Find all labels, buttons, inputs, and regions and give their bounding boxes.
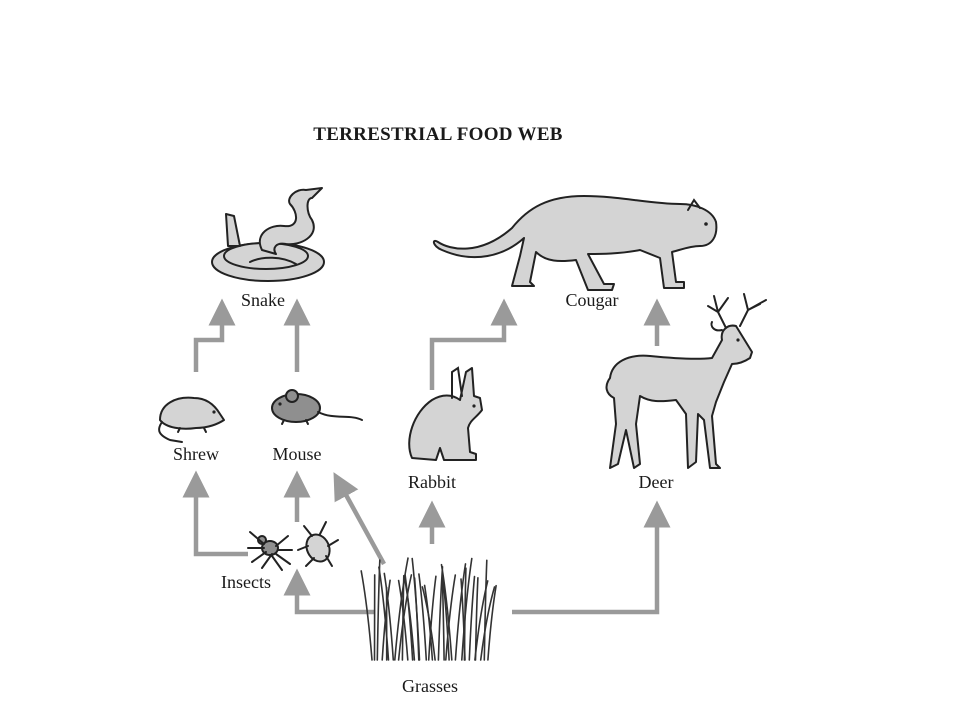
grass-blade [397, 574, 413, 661]
food-web-arrows [182, 298, 671, 615]
arrow-grasses-to-insects [283, 568, 374, 615]
grasses-illustration [360, 557, 497, 661]
grass-blade [360, 570, 373, 661]
grass-blade [441, 578, 445, 661]
rabbit-illustration [408, 366, 483, 461]
snake-illustration [211, 187, 325, 282]
grass-blade [440, 563, 453, 661]
grass-blade [411, 557, 421, 661]
grass-blade [487, 584, 497, 661]
node-label-grasses: Grasses [402, 676, 458, 696]
arrow-rabbit-to-cougar [429, 298, 518, 390]
deer-illustration [605, 293, 767, 469]
grass-blade [445, 574, 457, 661]
grass-blade [461, 557, 473, 661]
grass-blade [421, 586, 436, 661]
node-label-shrew: Shrew [173, 444, 219, 464]
insects-illustration [247, 521, 339, 571]
grass-blade [394, 557, 409, 661]
shrew-illustration [158, 396, 225, 443]
mouse-illustration [271, 389, 363, 425]
arrow-grasses-to-deer [512, 500, 671, 615]
node-label-rabbit: Rabbit [408, 472, 456, 492]
grass-blade [427, 575, 437, 661]
grass-blade [378, 566, 390, 661]
grass-blade [418, 573, 428, 661]
grass-blade [460, 578, 466, 661]
grass-blade [454, 563, 467, 661]
grass-blade [437, 566, 444, 661]
grass-blade [403, 578, 416, 661]
node-label-deer: Deer [639, 472, 674, 492]
node-label-cougar: Cougar [566, 290, 619, 310]
arrow-grasses-to-mouse [333, 472, 386, 566]
node-label-mouse: Mouse [273, 444, 322, 464]
cougar-illustration [432, 195, 718, 291]
grass-blade [483, 559, 488, 661]
grass-blade [397, 579, 409, 661]
arrow-shrew-to-snake [193, 298, 236, 372]
grass-blade [383, 572, 395, 661]
grass-blade [474, 577, 479, 661]
arrow-insects-to-shrew [182, 470, 248, 557]
node-label-snake: Snake [241, 290, 285, 310]
diagram-title: TERRESTRIAL FOOD WEB [313, 124, 563, 145]
grass-blade [468, 575, 476, 661]
grass-blade [479, 586, 496, 661]
node-label-insects: Insects [221, 572, 271, 592]
